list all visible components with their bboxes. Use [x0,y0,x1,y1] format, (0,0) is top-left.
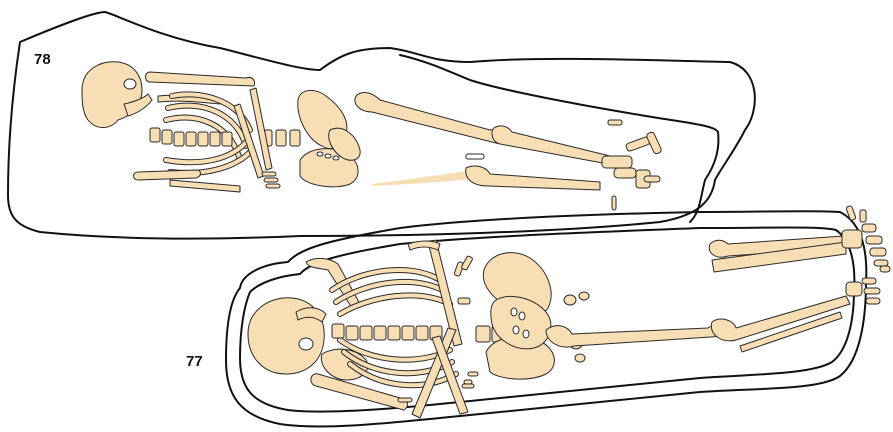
burial-77-label: 77 [186,353,203,370]
humerus-77-lower [311,374,408,410]
femur-78-upper [355,93,502,144]
pelvis-77 [483,253,589,379]
humerus-78-a [146,72,255,86]
hand-77 [454,255,478,384]
grave-78-outline [8,12,755,239]
grave-78-cut-outline [400,55,718,222]
burial-78: 78 [8,12,755,239]
burial-78-label: 78 [34,51,51,68]
humerus-78-b [134,170,201,180]
humerus-77-upper [306,258,360,308]
tibia-78-upper [492,126,610,164]
tibia-78-lower [466,166,600,190]
forearm-78-lower [170,180,240,192]
burial-77: 77 [186,205,890,426]
spine-77 [332,324,506,342]
skull-78 [82,62,152,128]
hand-78 [262,172,280,188]
skull-77 [248,298,326,374]
pelvis-78 [298,90,360,186]
clavicle-77 [408,241,440,250]
femur-77 [546,325,726,347]
